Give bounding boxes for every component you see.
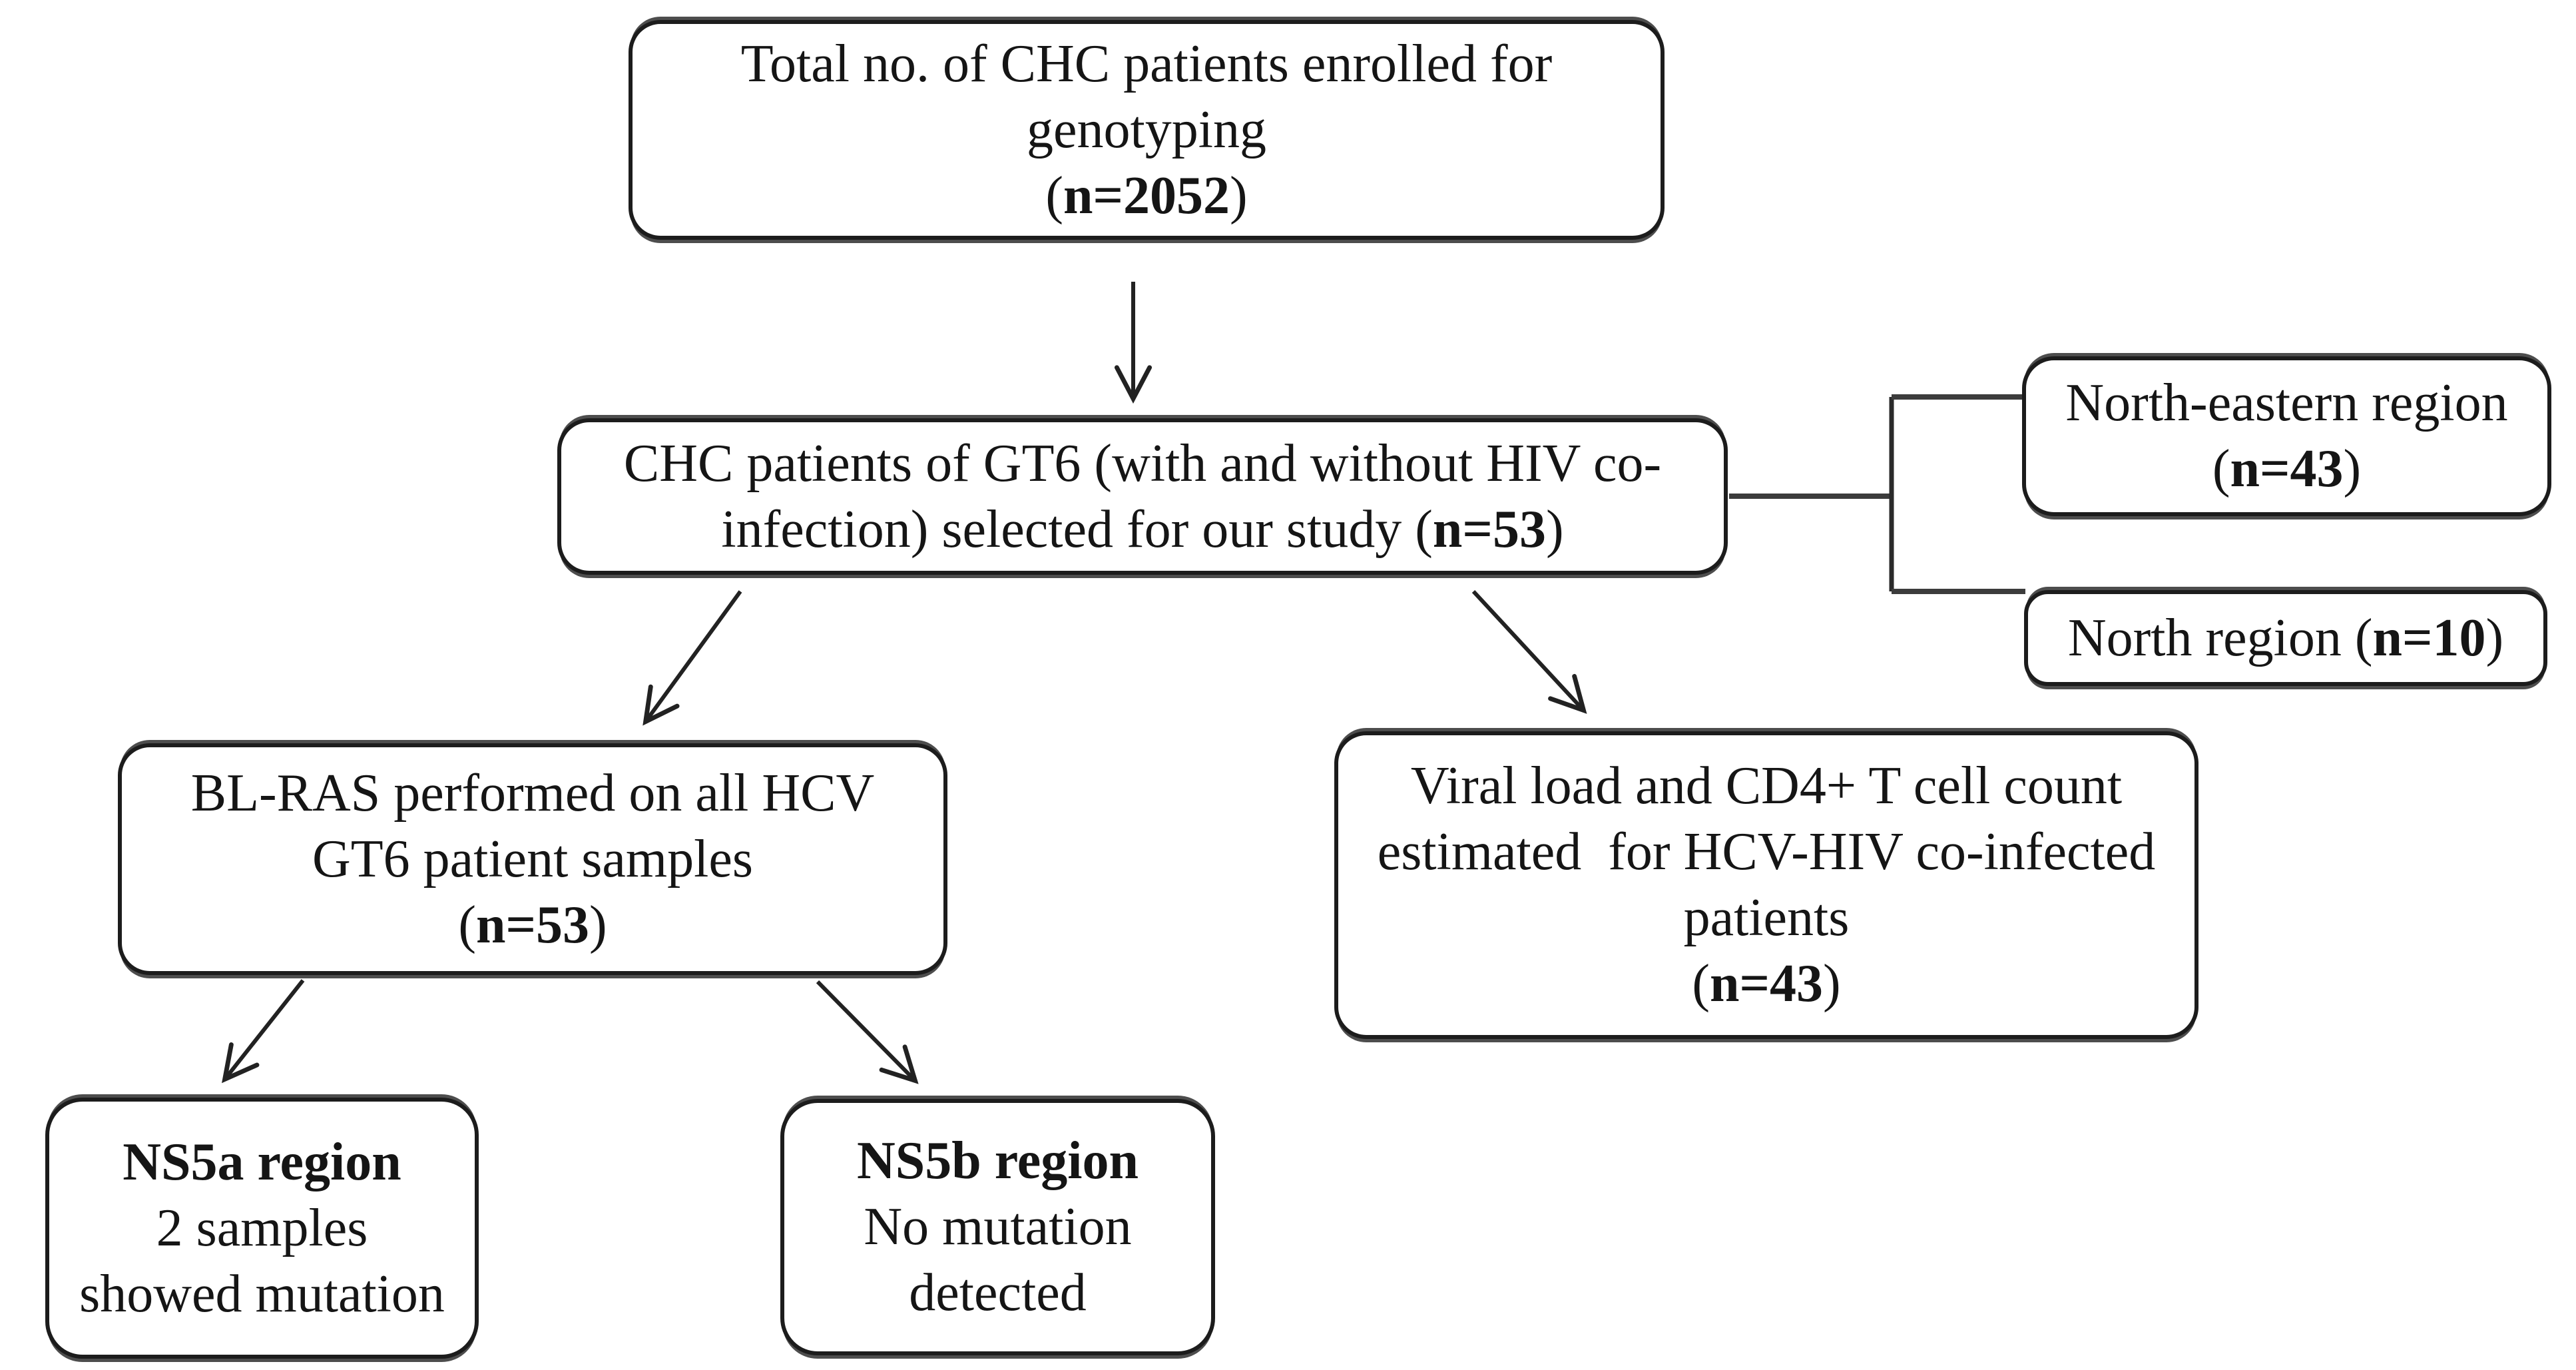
node-text-line: genotyping [1027,97,1266,163]
node-text-line: (n=53) [458,892,607,958]
text-pre: showed mutation [79,1264,445,1323]
node-northeastern-region: North-eastern region (n=43) [2022,356,2551,516]
node-text-line: Total no. of CHC patients enrolled for [741,31,1553,97]
text-pre: 2 samples [156,1198,368,1257]
node-text-line: (n=2052) [1045,163,1247,229]
text-bold: n=53 [475,895,590,954]
node-text-line: Viral load and CD4+ T cell count [1411,753,2122,819]
node-text-line: GT6 patient samples [312,827,753,892]
node-text-line: BL-RAS performed on all HCV [191,761,875,827]
node-text-line: NS5a region [123,1130,401,1196]
node-total-enrolled: Total no. of CHC patients enrolled for g… [629,20,1665,240]
node-text-line: showed mutation [79,1261,445,1327]
node-ns5a-region: NS5a region 2 samples showed mutation [45,1098,479,1359]
text-bold: n=43 [2230,440,2344,498]
text-pre: ( [458,895,476,954]
text-pre: North region ( [2067,608,2373,667]
text-pre: North-eastern region [2065,374,2508,432]
text-pre: BL-RAS performed on all HCV [190,763,875,823]
text-bold: n=10 [2372,608,2486,667]
node-blras-performed: BL-RAS performed on all HCV GT6 patient … [118,743,947,975]
node-gt6-selected: CHC patients of GT6 (with and without HI… [557,418,1728,575]
arrow-gt6-to-viral [1471,589,1587,714]
node-text-line: NS5b region [857,1128,1139,1194]
text-bold: NS5b region [856,1132,1139,1190]
arrow-blras-to-ns5a [222,979,305,1084]
text-pre: detected [909,1263,1087,1322]
text-post: ) [2485,608,2504,667]
node-text-line: 2 samples [156,1196,368,1261]
node-text-line: (n=43) [2212,436,2361,502]
node-text-line: No mutation [864,1194,1131,1260]
node-north-region: North region (n=10) [2024,590,2547,686]
arrow-blras-to-ns5b [816,980,919,1084]
text-pre: ( [2212,440,2230,498]
text-pre: CHC patients of GT6 (with and without HI… [623,434,1662,493]
arrow-gt6-to-blras [643,590,742,726]
text-post: ) [1545,500,1564,559]
node-text-line: North region (n=10) [2068,605,2503,671]
node-text-line: infection) selected for our study (n=53) [721,497,1563,563]
node-text-line: CHC patients of GT6 (with and without HI… [624,431,1661,497]
text-pre: ( [1692,954,1710,1013]
node-text-line: patients [1684,885,1850,951]
text-pre: Total no. of CHC patients enrolled for [740,34,1553,93]
text-post: ) [1230,166,1248,225]
text-pre: No mutation [864,1198,1132,1256]
text-post: ) [2343,440,2362,498]
text-bold: n=43 [1709,954,1824,1013]
node-text-line: estimated for HCV-HIV co-infected [1378,819,2156,885]
text-bold: n=2052 [1063,166,1230,225]
text-pre: infection) selected for our study ( [721,500,1433,559]
node-text-line: North-eastern region [2065,370,2507,436]
node-text-line: (n=43) [1692,951,1840,1017]
node-ns5b-region: NS5b region No mutation detected [780,1099,1215,1355]
text-pre: ( [1045,166,1063,225]
text-post: ) [1823,954,1841,1013]
text-post: ) [589,895,607,954]
text-pre: patients [1683,888,1850,947]
node-text-line: detected [909,1260,1086,1326]
text-pre: estimated for HCV-HIV co-infected [1377,823,2156,881]
text-pre: genotyping [1027,100,1266,159]
text-pre: Viral load and CD4+ T cell count [1410,757,2123,815]
text-pre: GT6 patient samples [312,829,754,888]
node-viral-load-cd4: Viral load and CD4+ T cell count estimat… [1334,731,2198,1039]
text-bold: n=53 [1432,500,1546,559]
text-bold: NS5a region [123,1132,401,1192]
